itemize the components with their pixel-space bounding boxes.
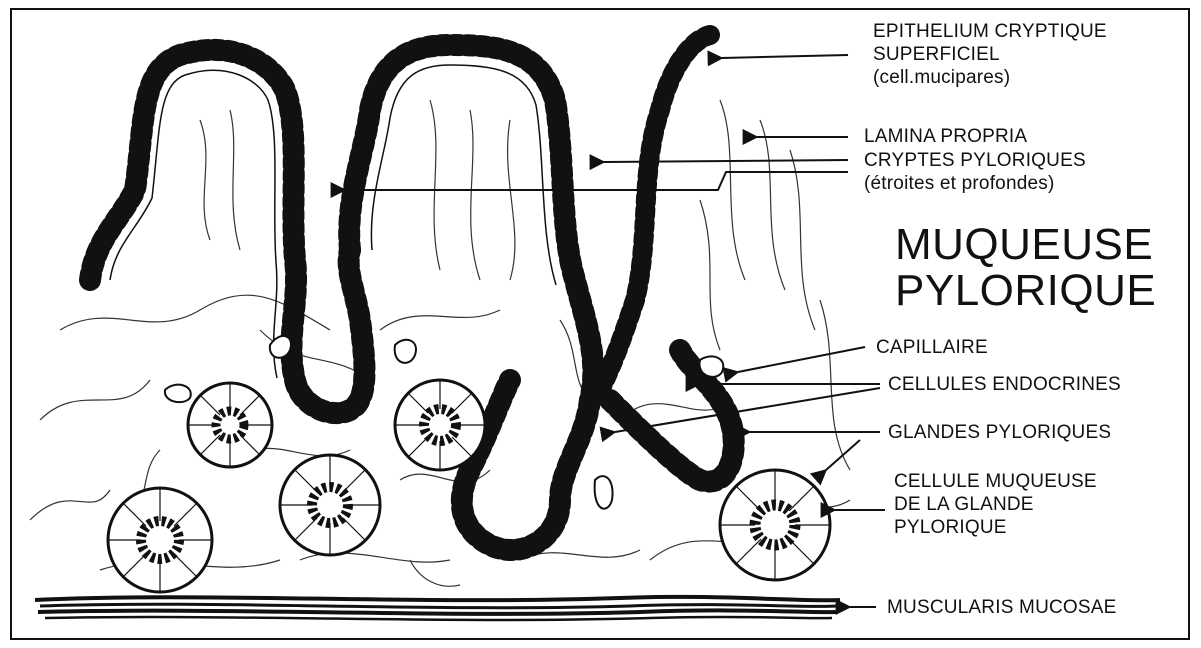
label-cellule-muqueuse-line1: CELLULE MUQUEUSE bbox=[894, 470, 1097, 493]
label-cryptes: CRYPTES PYLORIQUES (étroites et profonde… bbox=[864, 149, 1086, 195]
gland-2 bbox=[395, 380, 485, 470]
label-muscularis-mucosae: MUSCULARIS MUCOSAE bbox=[887, 596, 1117, 619]
label-cryptes-line2: (étroites et profondes) bbox=[864, 172, 1086, 195]
villus-left bbox=[90, 50, 364, 413]
label-cellules-endocrines: CELLULES ENDOCRINES bbox=[888, 373, 1121, 396]
gland-3 bbox=[280, 455, 380, 555]
label-lamina-propria: LAMINA PROPRIA bbox=[864, 125, 1027, 148]
title-line2: PYLORIQUE bbox=[895, 268, 1156, 314]
muscularis-mucosae-drawing bbox=[35, 597, 840, 620]
label-epithelium-line2: SUPERFICIEL bbox=[873, 43, 1107, 66]
label-cellule-muqueuse-line2: DE LA GLANDE bbox=[894, 493, 1097, 516]
crypt-right bbox=[462, 35, 734, 550]
gland-1 bbox=[188, 383, 272, 467]
title-line1: MUQUEUSE bbox=[895, 222, 1156, 268]
label-cryptes-line1: CRYPTES PYLORIQUES bbox=[864, 149, 1086, 172]
label-epithelium-line1: EPITHELIUM CRYPTIQUE bbox=[873, 20, 1107, 43]
label-epithelium: EPITHELIUM CRYPTIQUE SUPERFICIEL (cell.m… bbox=[873, 20, 1107, 89]
gland-5 bbox=[720, 470, 830, 580]
label-cellule-muqueuse-line3: PYLORIQUE bbox=[894, 516, 1097, 539]
diagram-title: MUQUEUSE PYLORIQUE bbox=[895, 222, 1156, 314]
label-capillaire: CAPILLAIRE bbox=[876, 336, 988, 359]
label-epithelium-line3: (cell.mucipares) bbox=[873, 66, 1107, 89]
label-cellule-muqueuse: CELLULE MUQUEUSE DE LA GLANDE PYLORIQUE bbox=[894, 470, 1097, 539]
label-glandes-pyloriques: GLANDES PYLORIQUES bbox=[888, 421, 1111, 444]
gland-4 bbox=[108, 488, 212, 592]
